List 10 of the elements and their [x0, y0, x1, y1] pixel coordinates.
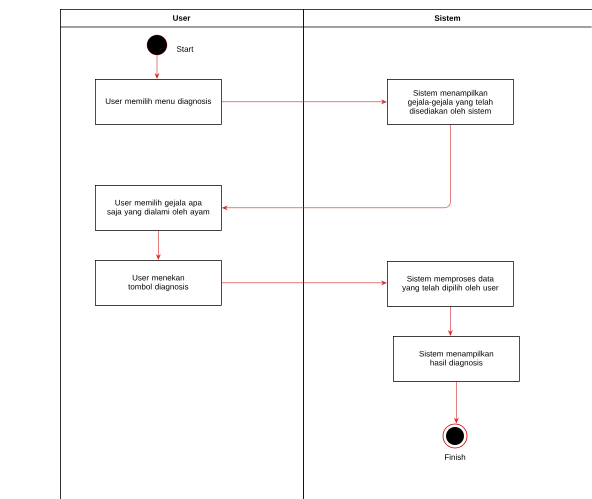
action-box: Sistem memproses data yang telah dipilih oleh user — [387, 261, 514, 307]
end-node — [442, 424, 468, 448]
node-caption: Start — [176, 46, 194, 52]
action-box: Sistem menampilkan gejala-gejala yang telah disediakan oleh sistem — [387, 79, 514, 125]
node-caption: Finish — [445, 454, 466, 460]
action-box: Sistem menampilkan hasil diagnosis — [393, 336, 520, 382]
action-box: User memilih gejala apa saja yang dialami oleh ayam — [95, 185, 222, 231]
start-node — [146, 34, 168, 56]
action-box: User menekan tombol diagnosis — [95, 260, 222, 306]
action-box: User memilih menu diagnosis — [95, 79, 222, 125]
